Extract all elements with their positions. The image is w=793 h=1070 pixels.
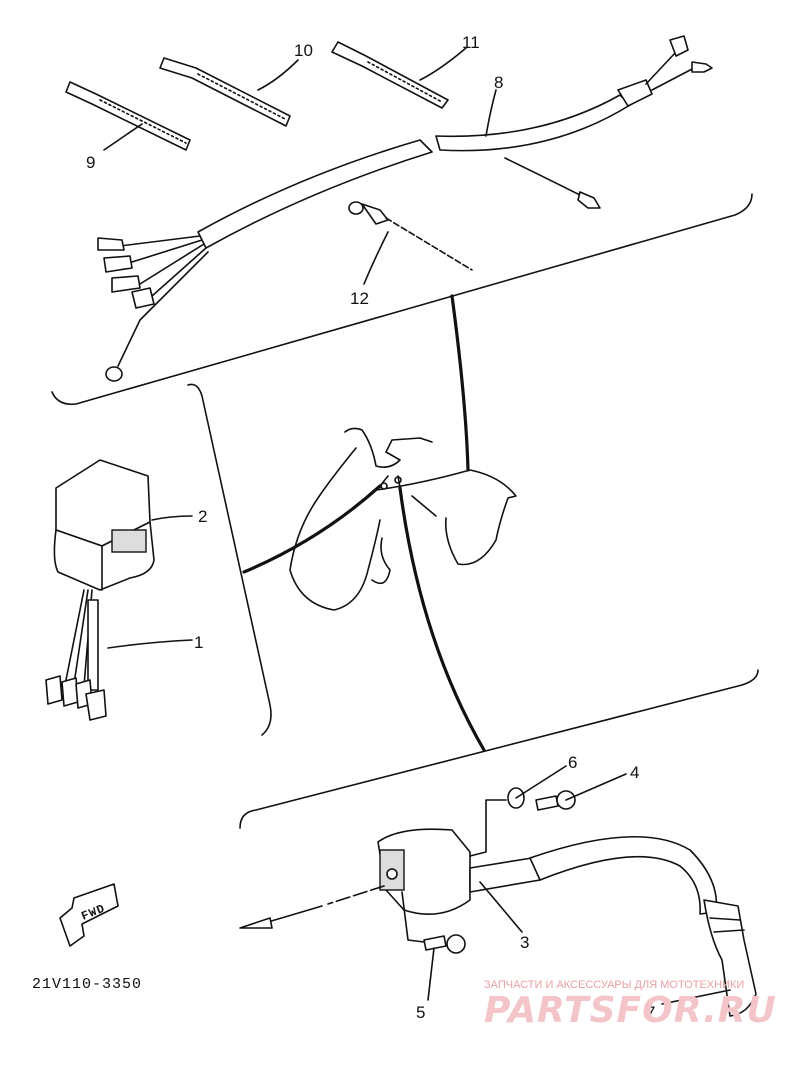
watermark: ЗАПЧАСТИ И АКСЕССУАРЫ ДЛЯ МОТОТЕХНИКИ PA… xyxy=(484,979,777,1031)
watermark-tagline: ЗАПЧАСТИ И АКСЕССУАРЫ ДЛЯ МОТОТЕХНИКИ xyxy=(484,979,744,991)
wire-leads-1 xyxy=(45,589,107,721)
callout-8: 8 xyxy=(494,73,503,92)
callout-5: 5 xyxy=(416,1003,425,1022)
callout-11: 11 xyxy=(462,33,480,52)
watermark-brand: PARTSFOR.RU xyxy=(484,990,777,1031)
callout-leaders xyxy=(103,47,731,1005)
regulator-unit-2 xyxy=(53,459,155,591)
bolt-5 xyxy=(423,934,466,954)
diagram-code: 21V110-3350 xyxy=(32,976,142,993)
callout-3: 3 xyxy=(520,933,529,952)
cable-tie-9 xyxy=(65,81,191,151)
callout-7: 7 xyxy=(646,1003,655,1022)
wire-harness xyxy=(97,35,713,382)
bolt-4 xyxy=(535,790,576,811)
ignition-coil-3 xyxy=(377,828,541,916)
hightension-lead xyxy=(529,835,718,915)
cable-tie-10 xyxy=(159,57,291,127)
spark-plug-cap-7 xyxy=(703,899,757,1017)
primary-lead xyxy=(239,885,385,929)
callout-6: 6 xyxy=(568,753,577,772)
forward-arrow-icon: FWD xyxy=(59,883,119,947)
callout-12: 12 xyxy=(350,289,369,308)
callout-4: 4 xyxy=(630,763,639,782)
bolt5-guide xyxy=(401,891,425,943)
callout-10: 10 xyxy=(294,41,313,60)
callout-1: 1 xyxy=(194,633,203,652)
bracket-line xyxy=(469,799,507,857)
cable-tie-11 xyxy=(331,41,449,109)
ground-lead-12 xyxy=(348,201,473,271)
motorcycle-outline xyxy=(289,427,517,611)
callout-2: 2 xyxy=(198,507,207,526)
panel-borders xyxy=(51,193,759,829)
callout-9: 9 xyxy=(86,153,95,172)
leader-lines xyxy=(242,294,486,752)
